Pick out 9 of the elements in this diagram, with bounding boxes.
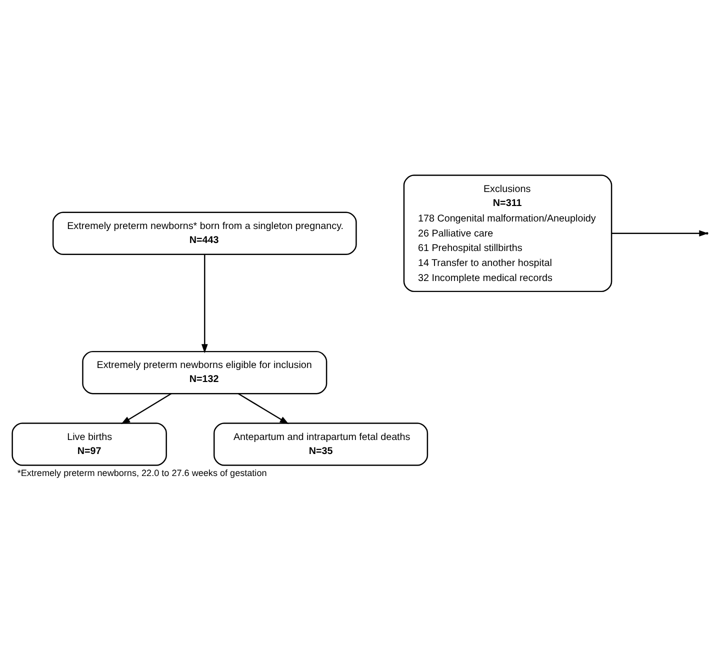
arrow — [238, 392, 289, 424]
caption: *Extremely preterm newborns, 22.0 to 27.6 weeks of gestation — [17, 467, 267, 478]
arrow — [201, 254, 208, 353]
node-box: Extremely preterm newborns eligible for inclusion N=132 — [82, 350, 328, 394]
node-box: Extremely preterm newborns* born from a singleton pregnancy. N=443 — [52, 211, 357, 254]
node-box: Exclusions N=311 178 Congenital malformation/Aneuploidy 26 Palliative care 61 Prehospital stillbirths 14 Transfer to another hospital 32 Incomplete medical records — [403, 174, 612, 292]
arrow — [121, 392, 172, 424]
node-box: Live births N=97 — [12, 422, 167, 466]
node-box: Antepartum and intrapartum fetal deaths N=35 — [214, 422, 428, 466]
